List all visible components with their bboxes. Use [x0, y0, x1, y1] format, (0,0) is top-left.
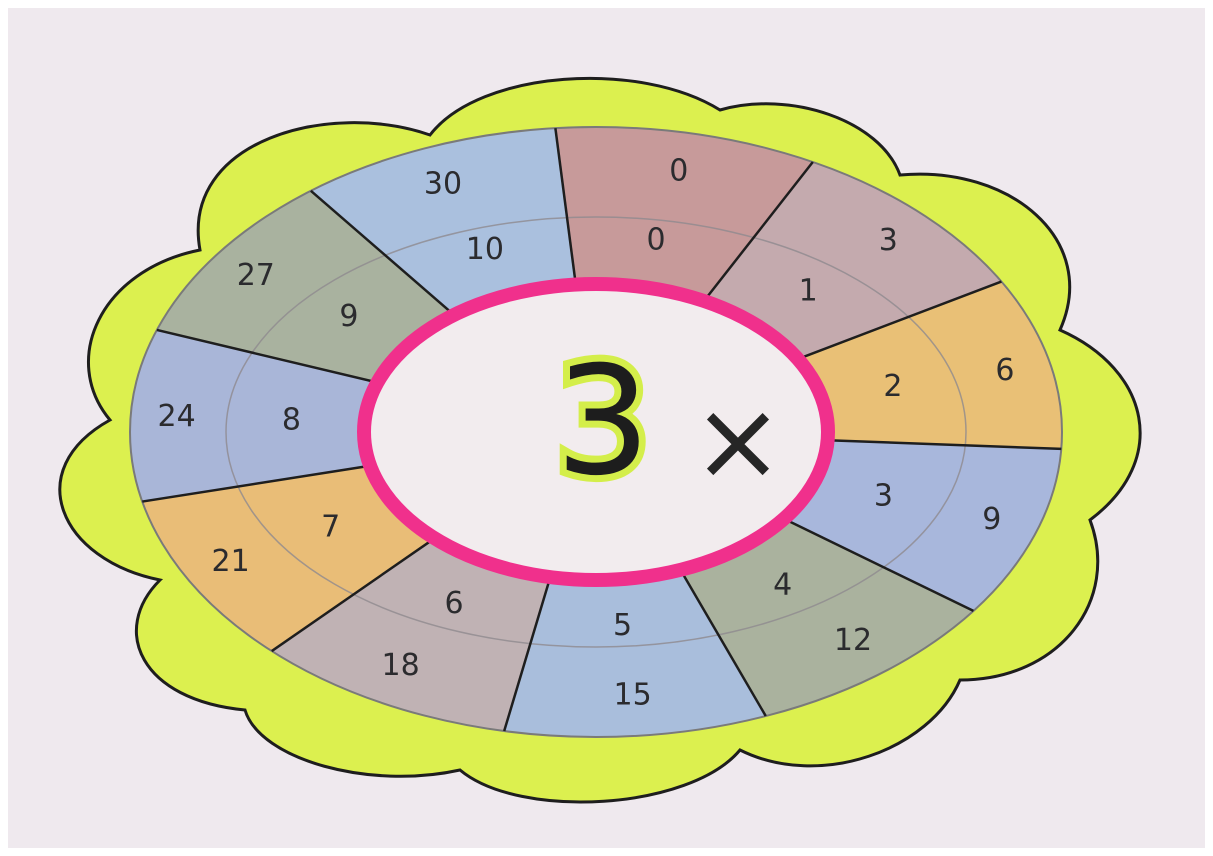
multiplier-label: 6 — [445, 586, 464, 621]
multiplier-label: 1 — [799, 273, 818, 308]
product-label: 0 — [669, 154, 688, 189]
multiplier-label: 7 — [321, 510, 340, 545]
product-label: 30 — [424, 167, 462, 202]
multiplier-label: 4 — [773, 568, 792, 603]
product-label: 3 — [879, 223, 898, 258]
product-label: 9 — [982, 502, 1001, 537]
multiplier-label: 2 — [883, 369, 902, 404]
multiplier-label: 9 — [339, 299, 358, 334]
multiplier-label: 10 — [466, 232, 504, 267]
multiplier-label: 5 — [613, 608, 632, 643]
product-label: 15 — [614, 677, 652, 712]
times-sign: × — [692, 376, 784, 504]
product-label: 18 — [381, 648, 419, 683]
product-label: 21 — [212, 544, 250, 579]
product-label: 12 — [834, 623, 872, 658]
product-label: 27 — [237, 258, 275, 293]
multiplier-label: 0 — [647, 222, 666, 257]
product-label: 24 — [158, 399, 196, 434]
multiplier-label: 8 — [282, 403, 301, 438]
product-label: 6 — [995, 353, 1014, 388]
factor-number: 3 — [555, 335, 650, 509]
multiplier-label: 3 — [874, 479, 893, 514]
